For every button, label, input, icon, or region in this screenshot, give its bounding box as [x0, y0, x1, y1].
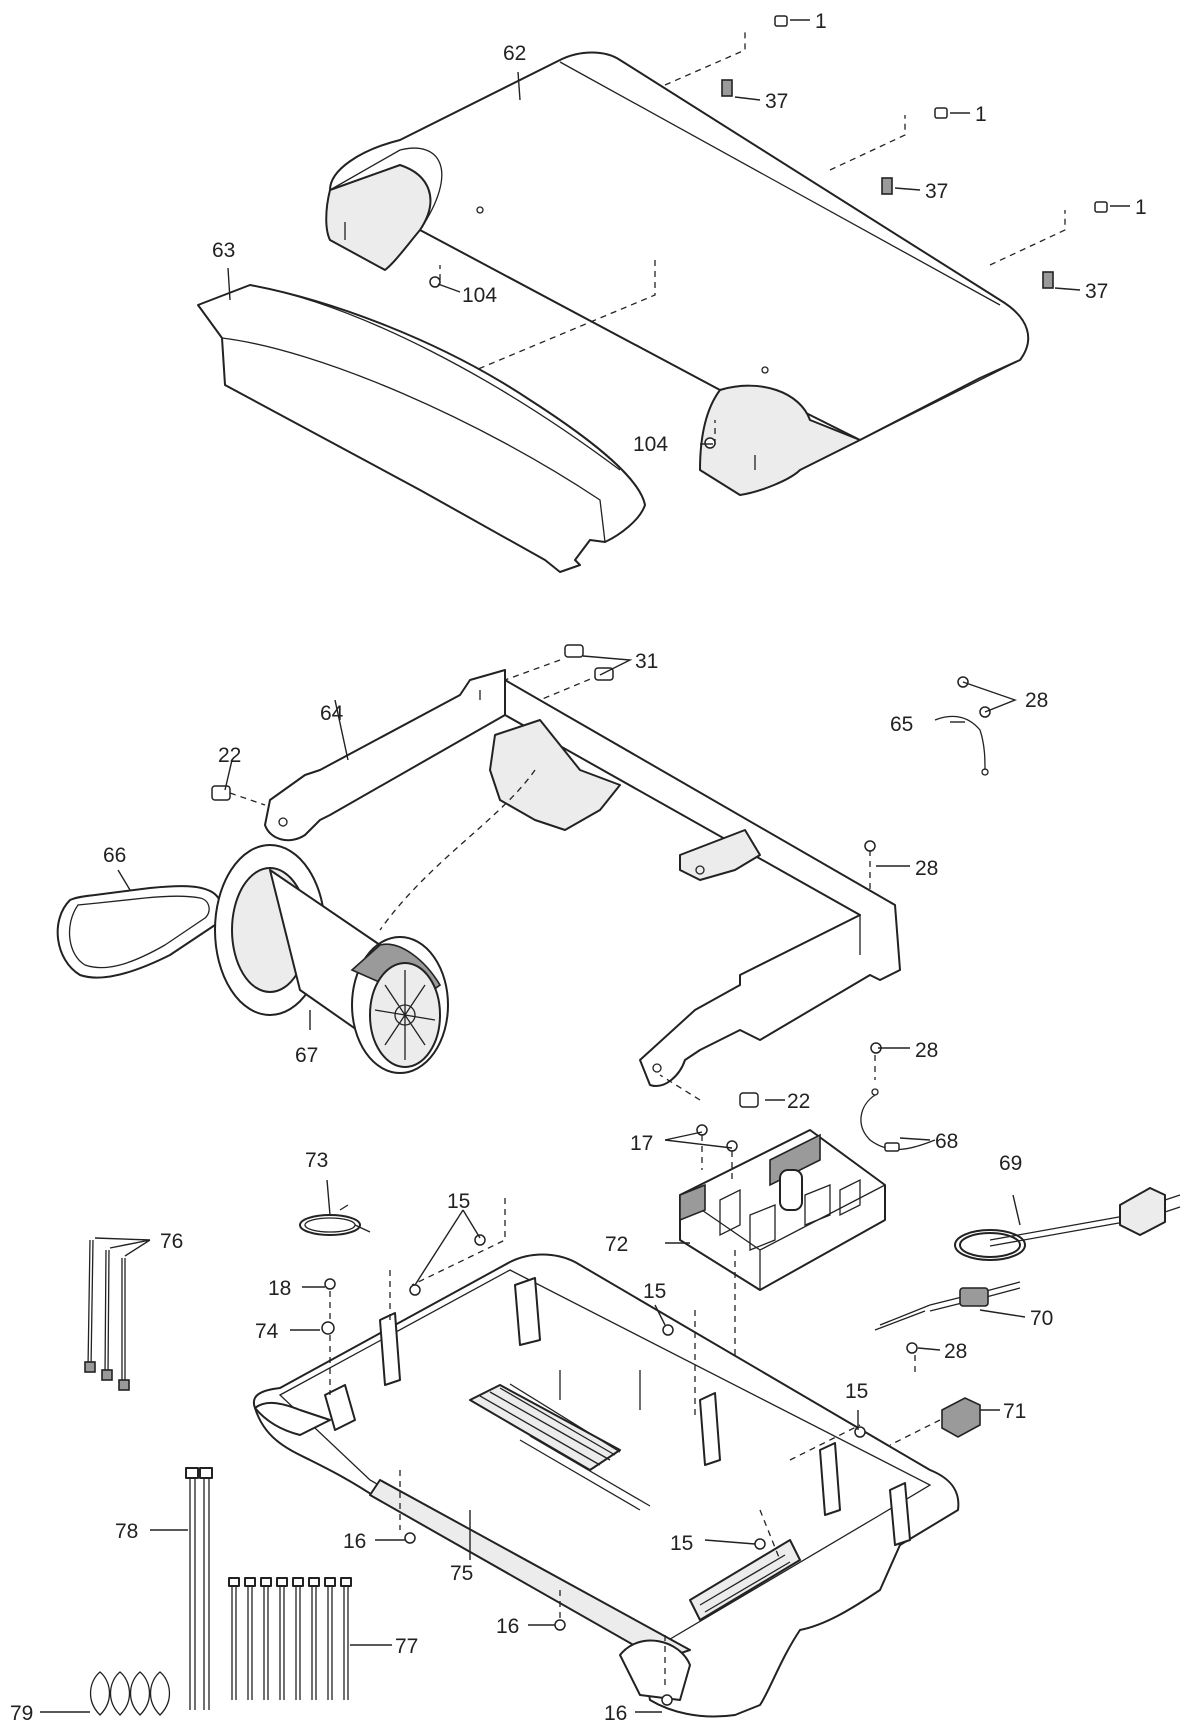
motor-frame-64: [264, 669, 901, 1087]
cable-ties-76: [84, 1239, 130, 1391]
screw-icon: [754, 1538, 766, 1550]
hood-assembly-lines: [439, 30, 1066, 445]
leader-lines: [40, 19, 1130, 1713]
drive-belt-66: [56, 885, 224, 979]
screw-icon: [429, 276, 441, 288]
circuit-breaker-71: [889, 1397, 981, 1446]
callout-1: 1: [815, 10, 827, 33]
callout-66: 66: [103, 844, 126, 867]
callout-67: 67: [295, 1044, 318, 1067]
callout-1: 1: [975, 103, 987, 126]
screw-icon: [774, 15, 788, 27]
wire-73: [299, 1204, 371, 1236]
callout-17: 17: [630, 1132, 653, 1155]
power-cable-70: [874, 1281, 1021, 1375]
screw-icon: [662, 1324, 674, 1336]
callout-28: 28: [915, 1039, 938, 1062]
hood-fasteners: [429, 15, 1108, 449]
fitting-icon: [321, 1321, 335, 1335]
base-fasteners: [321, 1234, 866, 1706]
front-cover-63: [197, 284, 646, 573]
callout-78: 78: [115, 1520, 138, 1543]
callout-37: 37: [925, 180, 948, 203]
callout-labels: 1 1 1 37 37 37 62 63 104 104 31 28 65 64…: [10, 10, 1147, 1725]
callout-1: 1: [1135, 196, 1147, 219]
screw-icon: [661, 1694, 673, 1706]
callout-22: 22: [787, 1090, 810, 1113]
callout-28: 28: [1025, 689, 1048, 712]
callout-15: 15: [643, 1280, 666, 1303]
callout-75: 75: [450, 1562, 473, 1585]
callout-37: 37: [1085, 280, 1108, 303]
screw-icon: [864, 840, 876, 852]
callout-74: 74: [255, 1320, 279, 1343]
callout-62: 62: [503, 42, 526, 65]
screw-icon: [704, 437, 716, 449]
screw-icon: [554, 1619, 566, 1631]
bolt-icon: [211, 785, 231, 801]
cable-ties-77: [228, 1577, 352, 1700]
callout-28: 28: [915, 857, 938, 880]
callout-79: 79: [10, 1702, 33, 1725]
callout-104: 104: [633, 433, 668, 456]
screw-icon: [404, 1532, 416, 1544]
clip-icon: [881, 177, 893, 195]
motor-base-75: [252, 1253, 960, 1718]
callout-104: 104: [462, 284, 497, 307]
screw-icon: [696, 1124, 708, 1136]
controller-72: [679, 1129, 886, 1291]
base-assembly-lines: [329, 1198, 861, 1690]
wire-68: [860, 1088, 936, 1152]
callout-16: 16: [604, 1702, 627, 1725]
callout-15: 15: [447, 1190, 470, 1213]
screw-icon: [324, 1278, 336, 1290]
callout-72: 72: [605, 1233, 628, 1256]
callout-18: 18: [268, 1277, 291, 1300]
wire-clips-79: [89, 1671, 171, 1716]
cable-ties-78: [185, 1467, 213, 1710]
screw-icon: [1094, 201, 1108, 213]
bolt-icon: [739, 1092, 759, 1108]
clip-icon: [721, 79, 733, 97]
frame-assembly-lines: [229, 659, 876, 1101]
callout-69: 69: [999, 1152, 1022, 1175]
callout-15: 15: [670, 1532, 693, 1555]
bolt-icon: [564, 644, 584, 658]
callout-68: 68: [935, 1130, 958, 1153]
callout-76: 76: [160, 1230, 183, 1253]
screw-icon: [474, 1234, 486, 1246]
callout-73: 73: [305, 1149, 328, 1172]
callout-65: 65: [890, 713, 913, 736]
screw-icon: [934, 107, 948, 119]
callout-16: 16: [496, 1615, 519, 1638]
clip-icon: [1042, 271, 1054, 289]
callout-70: 70: [1030, 1307, 1053, 1330]
screw-icon: [726, 1140, 738, 1152]
callout-31: 31: [635, 650, 658, 673]
callout-15: 15: [845, 1380, 868, 1403]
callout-64: 64: [320, 702, 344, 725]
screw-icon: [854, 1426, 866, 1438]
screw-icon: [409, 1284, 421, 1296]
callout-16: 16: [343, 1530, 366, 1553]
ground-wire-65: [934, 676, 991, 776]
drive-motor-67: [214, 844, 449, 1074]
motor-hood-62: [325, 51, 1030, 496]
callout-22: 22: [218, 744, 241, 767]
callout-71: 71: [1003, 1400, 1026, 1423]
callout-63: 63: [212, 239, 235, 262]
power-cord-69: [954, 1187, 1181, 1261]
callout-28: 28: [944, 1340, 967, 1363]
callout-37: 37: [765, 90, 788, 113]
callout-77: 77: [395, 1635, 418, 1658]
